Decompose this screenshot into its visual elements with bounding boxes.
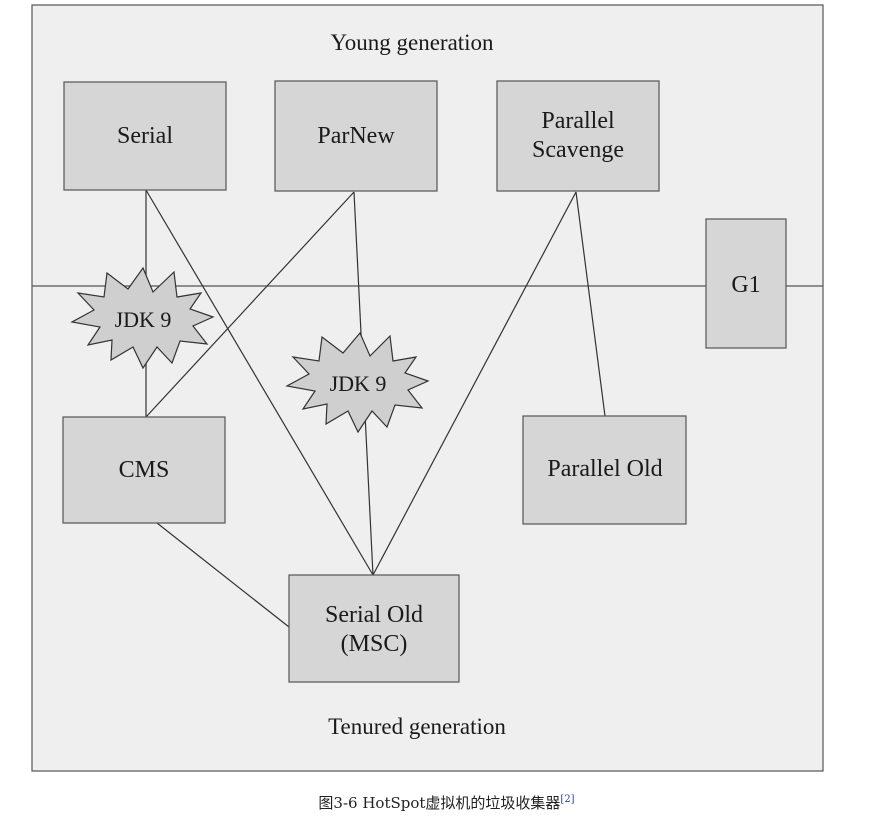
collector-parallel-old-label: Parallel Old: [547, 456, 662, 482]
collector-serial: Serial: [63, 81, 227, 191]
collector-serial-label: Serial: [117, 123, 173, 149]
jdk9-center-label: JDK 9: [330, 371, 387, 396]
figure-caption-text: 图3-6 HotSpot虚拟机的垃圾收集器: [318, 794, 561, 812]
collector-parallel-scavenge-line1: Parallel: [541, 108, 615, 134]
collector-serial-old-line1: Serial Old: [325, 602, 423, 628]
edge-cms-serialold: [156, 522, 290, 628]
edge-serial-serialold: [145, 189, 374, 576]
collector-cms: CMS: [62, 416, 226, 524]
collector-parallel-scavenge: Parallel Scavenge: [496, 80, 660, 192]
collector-cms-label: CMS: [119, 457, 170, 483]
collector-parallel-scavenge-line2: Scavenge: [532, 137, 624, 163]
edge-parnew-cms: [145, 191, 355, 418]
collector-parnew-label: ParNew: [317, 123, 395, 149]
edge-ps-serialold: [372, 191, 577, 576]
young-generation-label: Young generation: [330, 30, 494, 55]
collector-parallel-old: Parallel Old: [522, 415, 687, 525]
collector-serial-old: Serial Old (MSC): [288, 574, 460, 683]
tenured-generation-label: Tenured generation: [328, 714, 506, 739]
collector-parnew: ParNew: [274, 80, 438, 192]
collector-g1-label: G1: [731, 272, 760, 298]
jdk9-left-label: JDK 9: [115, 307, 172, 332]
figure-caption: 图3-6 HotSpot虚拟机的垃圾收集器[2]: [0, 792, 893, 813]
collector-g1: G1: [705, 218, 787, 349]
figure-caption-ref: [2]: [560, 794, 575, 805]
jdk9-starburst-left: JDK 9: [70, 266, 215, 370]
jdk9-starburst-center: JDK 9: [285, 331, 430, 434]
edge-ps-parallelold: [575, 191, 606, 417]
collector-serial-old-line2: (MSC): [341, 631, 408, 657]
